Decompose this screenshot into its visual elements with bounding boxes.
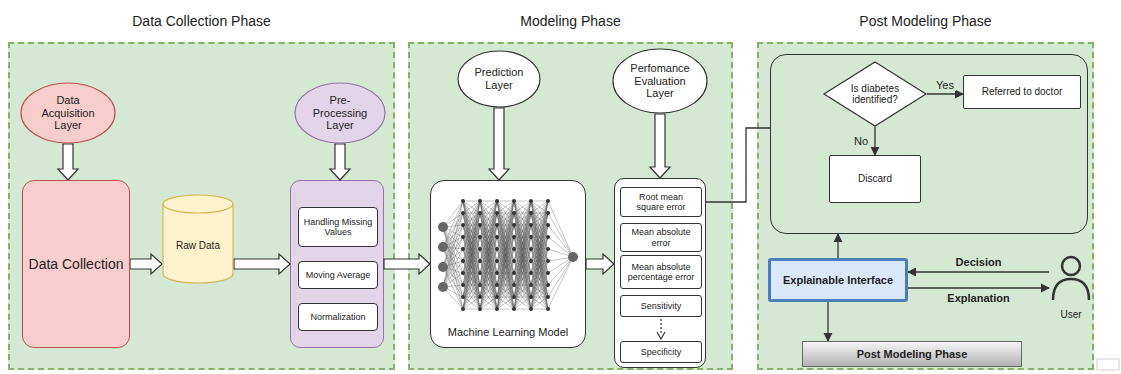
metric-box: Mean absolute percentage error — [620, 255, 702, 289]
dotted-arrow — [655, 318, 667, 340]
step-box: Handling Missing Values — [298, 207, 378, 247]
connector — [827, 302, 828, 341]
edge-label: Decision — [954, 256, 1004, 268]
step-box: Moving Average — [298, 261, 378, 289]
node-text: Perfomance Evaluation Layer — [623, 62, 698, 100]
edge-label: No — [852, 135, 870, 147]
metric-box: Root mean square error — [620, 187, 702, 217]
node-text: Referred to doctor — [982, 86, 1063, 98]
node-text: Data Collection — [29, 256, 124, 272]
phase-panel: Data Acquisition Layer Pre-Processing Lay… — [8, 42, 395, 370]
neural-network-illustration — [431, 185, 587, 325]
connector — [927, 93, 963, 94]
user-icon: User — [1049, 254, 1093, 320]
node-text: Handling Missing Values — [302, 217, 374, 238]
layer-ellipse: Perfomance Evaluation Layer — [612, 48, 708, 114]
connector — [908, 271, 1049, 272]
metric-box: Sensitivity — [620, 295, 702, 317]
node-text: Root mean square error — [624, 192, 698, 213]
edge-label: Explanation — [945, 292, 1011, 304]
layer-ellipse: Data Acquisition Layer — [20, 82, 116, 144]
step-box: Normalization — [298, 303, 378, 331]
process-box: Referred to doctor — [963, 75, 1081, 109]
node-text: User — [1060, 309, 1081, 321]
edge-label: Yes — [934, 79, 956, 91]
layer-ellipse: Pre-Processing Layer — [294, 82, 386, 144]
metric-box: Specificity — [620, 341, 702, 363]
process-box: Discard — [829, 155, 921, 203]
interface-box: Explainable Interface — [768, 258, 908, 302]
decision-frame: Is diabetes identified? Referred to docto… — [770, 54, 1088, 234]
metric-box: Mean absolute error — [620, 223, 702, 252]
node-text: Normalization — [310, 312, 365, 322]
node-text: Raw Data — [176, 240, 220, 252]
node-text: Specificity — [641, 347, 682, 357]
node-text: Pre-Processing Layer — [304, 94, 376, 132]
phase-title: Data Collection Phase — [10, 13, 393, 29]
connector — [908, 287, 1049, 288]
node-text: Explainable Interface — [783, 274, 893, 287]
layer-ellipse: Prediction Layer — [457, 50, 541, 108]
model-box: Machine Learning Model — [430, 180, 586, 348]
node-text: Post Modeling Phase — [857, 348, 968, 361]
decision-diamond: Is diabetes identified? — [823, 61, 927, 127]
metric-group: Root mean square errorMean absolute erro… — [614, 178, 706, 368]
phase-title: Modeling Phase — [410, 13, 731, 29]
node-text: Mean absolute error — [624, 227, 698, 248]
node-text: Machine Learning Model — [448, 326, 568, 339]
node-text: Sensitivity — [641, 301, 682, 311]
phase-box: Post Modeling Phase — [802, 341, 1022, 367]
database-cylinder: Raw Data — [162, 194, 234, 284]
node-text: Data Acquisition Layer — [31, 94, 106, 132]
phase-panel: Prediction Layer Perfomance Evaluation La… — [408, 42, 733, 370]
connector — [837, 234, 838, 258]
cylinder-outline — [162, 194, 234, 284]
node-text: Discard — [858, 173, 892, 185]
node-text: Prediction Layer — [466, 66, 532, 91]
node-text: Mean absolute percentage error — [624, 262, 698, 283]
node-text: Is diabetes identified? — [841, 83, 910, 106]
process-box: Data Collection — [22, 180, 130, 348]
phase-title: Post Modeling Phase — [759, 13, 1092, 29]
step-group: Handling Missing ValuesMoving AverageNor… — [290, 180, 384, 348]
connector — [874, 127, 875, 155]
node-text: Moving Average — [306, 270, 370, 280]
stray-box — [1097, 359, 1119, 370]
phase-panel: Is diabetes identified? Referred to docto… — [757, 42, 1094, 370]
